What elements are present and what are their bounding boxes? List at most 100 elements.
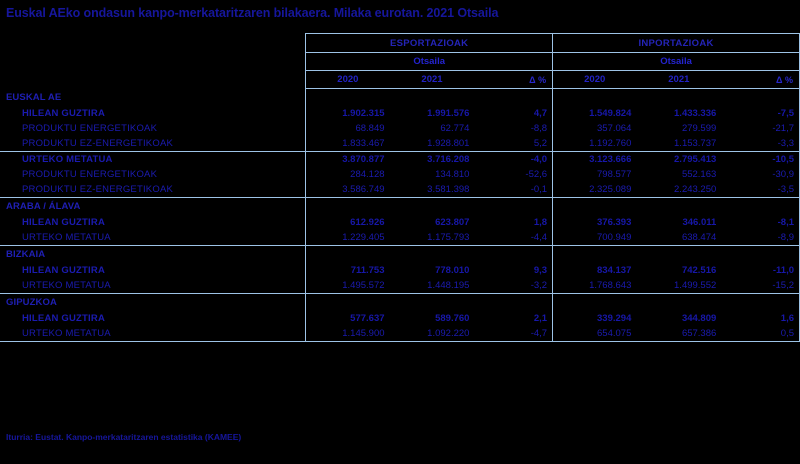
cell-export-2020: 711.753: [305, 262, 390, 278]
cell-export-2020: 284.128: [305, 166, 390, 182]
cell-export-delta: 5,2: [474, 135, 554, 151]
section-header-spacer: [636, 245, 721, 263]
cell-import-2020: 376.393: [597, 216, 632, 228]
header-row-years: 2020 2021 Δ % 2020 2021 Δ %: [0, 70, 800, 89]
cell-import-2021: 279.599: [681, 122, 717, 134]
cell-export-2020: 1.145.900: [305, 325, 390, 342]
cell-export-2021: 623.807: [435, 216, 470, 228]
section-header-spacer: [553, 197, 637, 215]
cell-export-2020: 1.495.572: [305, 277, 390, 294]
header-row-groups: ESPORTAZIOAK INPORTAZIOAK: [0, 33, 800, 53]
trade-statistics-table: ESPORTAZIOAK INPORTAZIOAK Otsaila Otsail…: [0, 33, 800, 342]
section-header-spacer: [390, 245, 475, 263]
cell-import-2021: 1.499.552: [636, 277, 722, 294]
section-header-row: BIZKAIA: [0, 245, 800, 263]
cell-import-delta: -8,9: [721, 229, 800, 246]
cell-export-delta: -8,8: [474, 120, 554, 136]
cell-export-2021: 3.716.208: [389, 150, 475, 167]
cell-import-delta: -21,7: [721, 120, 800, 136]
cell-import-2021: 346.011: [682, 216, 717, 228]
table-body: EUSKAL AE HILEAN GUZTIRA 1.902.315 1.991.57…: [0, 88, 800, 342]
cell-export-delta: -4,7: [474, 325, 554, 342]
cell-import-2021: 742.516: [681, 264, 717, 276]
cell-import-2021: 552.163: [681, 168, 717, 180]
section-title-gipuzkoa: GIPUZKOA: [6, 296, 57, 308]
section-header-spacer: [474, 293, 554, 311]
row-label: HILEAN GUZTIRA: [22, 216, 106, 228]
cell-import-2020: 700.949: [552, 229, 637, 246]
header-export-2021: 2021: [389, 70, 475, 89]
cell-export-2021: 62.774: [440, 122, 470, 134]
cell-export-2021: 3.581.398: [389, 181, 475, 198]
cell-import-delta: -11,0: [721, 262, 800, 278]
cell-export-delta: -4,0: [474, 150, 554, 167]
section-header-spacer: [721, 197, 800, 215]
cell-export-2020: 1.833.467: [305, 135, 390, 151]
header-export-delta: Δ %: [474, 70, 554, 89]
cell-export-delta: -0,1: [474, 181, 554, 198]
section-header-spacer: [553, 89, 637, 106]
row-label: URTEKO METATUA: [0, 277, 306, 294]
header-import-2021: 2021: [636, 70, 722, 89]
cell-export-delta: 9,3: [474, 262, 554, 278]
cell-export-delta: -4,4: [474, 229, 554, 246]
section-title-euskal-ae: EUSKAL AE: [6, 91, 62, 103]
cell-export-delta: 1,8: [474, 214, 554, 230]
cell-import-delta: -30,9: [721, 166, 800, 182]
section-header-spacer: [474, 88, 554, 106]
cell-import-2020: 834.137: [597, 264, 632, 276]
cell-export-2021: 778.010: [435, 264, 470, 276]
cell-export-2020: 1.229.405: [305, 229, 390, 246]
row-label: PRODUKTU ENERGETIKOAK: [22, 122, 158, 134]
header-corner-spacer: [0, 34, 306, 53]
cell-import-2021: 657.386: [636, 325, 722, 342]
cell-export-2021: 1.448.195: [389, 277, 475, 294]
row-label: URTEKO METATUA: [0, 150, 306, 167]
cell-import-delta: -3,5: [721, 181, 800, 198]
cell-export-2021: 1.928.801: [427, 137, 470, 149]
cell-export-2021: 1.991.576: [427, 107, 470, 119]
cell-import-delta: -10,5: [721, 150, 800, 167]
section-header-spacer: [721, 293, 800, 311]
header-group-exports: ESPORTAZIOAK: [305, 33, 554, 53]
section-header-spacer: [390, 197, 475, 215]
section-header-spacer: [636, 89, 721, 106]
cell-import-2021: 344.809: [681, 312, 717, 324]
source-note: Iturria: Eustat. Kanpo-merkataritzaren e…: [6, 432, 242, 442]
cell-export-2020: 3.870.877: [305, 150, 390, 167]
row-label: URTEKO METATUA: [0, 229, 306, 246]
row-label: URTEKO METATUA: [0, 325, 306, 342]
page-title: Euskal AEko ondasun kanpo-merkataritzare…: [6, 6, 499, 20]
section-header-spacer: [721, 245, 800, 263]
table-row: PRODUKTU EZ-ENERGETIKOAK 1.833.467 1.928.8…: [0, 135, 800, 151]
cell-export-delta: -3,2: [474, 277, 554, 294]
cell-import-2021: 1.433.336: [674, 107, 717, 119]
cell-export-delta: 4,7: [474, 105, 554, 121]
header-row-month: Otsaila Otsaila: [0, 52, 800, 71]
section-header-spacer: [305, 293, 390, 311]
cell-export-2020: 1.902.315: [305, 105, 390, 121]
cell-export-2020: 577.637: [305, 310, 390, 326]
cell-import-2021: 1.153.737: [674, 137, 717, 149]
cell-import-2020: 2.325.089: [552, 181, 637, 198]
section-header-spacer: [390, 293, 475, 311]
cell-export-2021: 134.810: [435, 168, 470, 180]
cell-import-2021: 2.243.250: [636, 181, 722, 198]
section-header-spacer: [474, 197, 554, 215]
cell-import-2020: 357.064: [597, 122, 632, 134]
header-import-delta: Δ %: [721, 70, 800, 89]
section-header-spacer: [553, 245, 637, 263]
section-header-spacer: [636, 293, 721, 311]
row-label: PRODUKTU ENERGETIKOAK: [22, 168, 158, 180]
section-header-spacer: [474, 245, 554, 263]
section-header-spacer: [390, 89, 475, 106]
row-label: PRODUKTU EZ-ENERGETIKOAK: [22, 137, 174, 149]
